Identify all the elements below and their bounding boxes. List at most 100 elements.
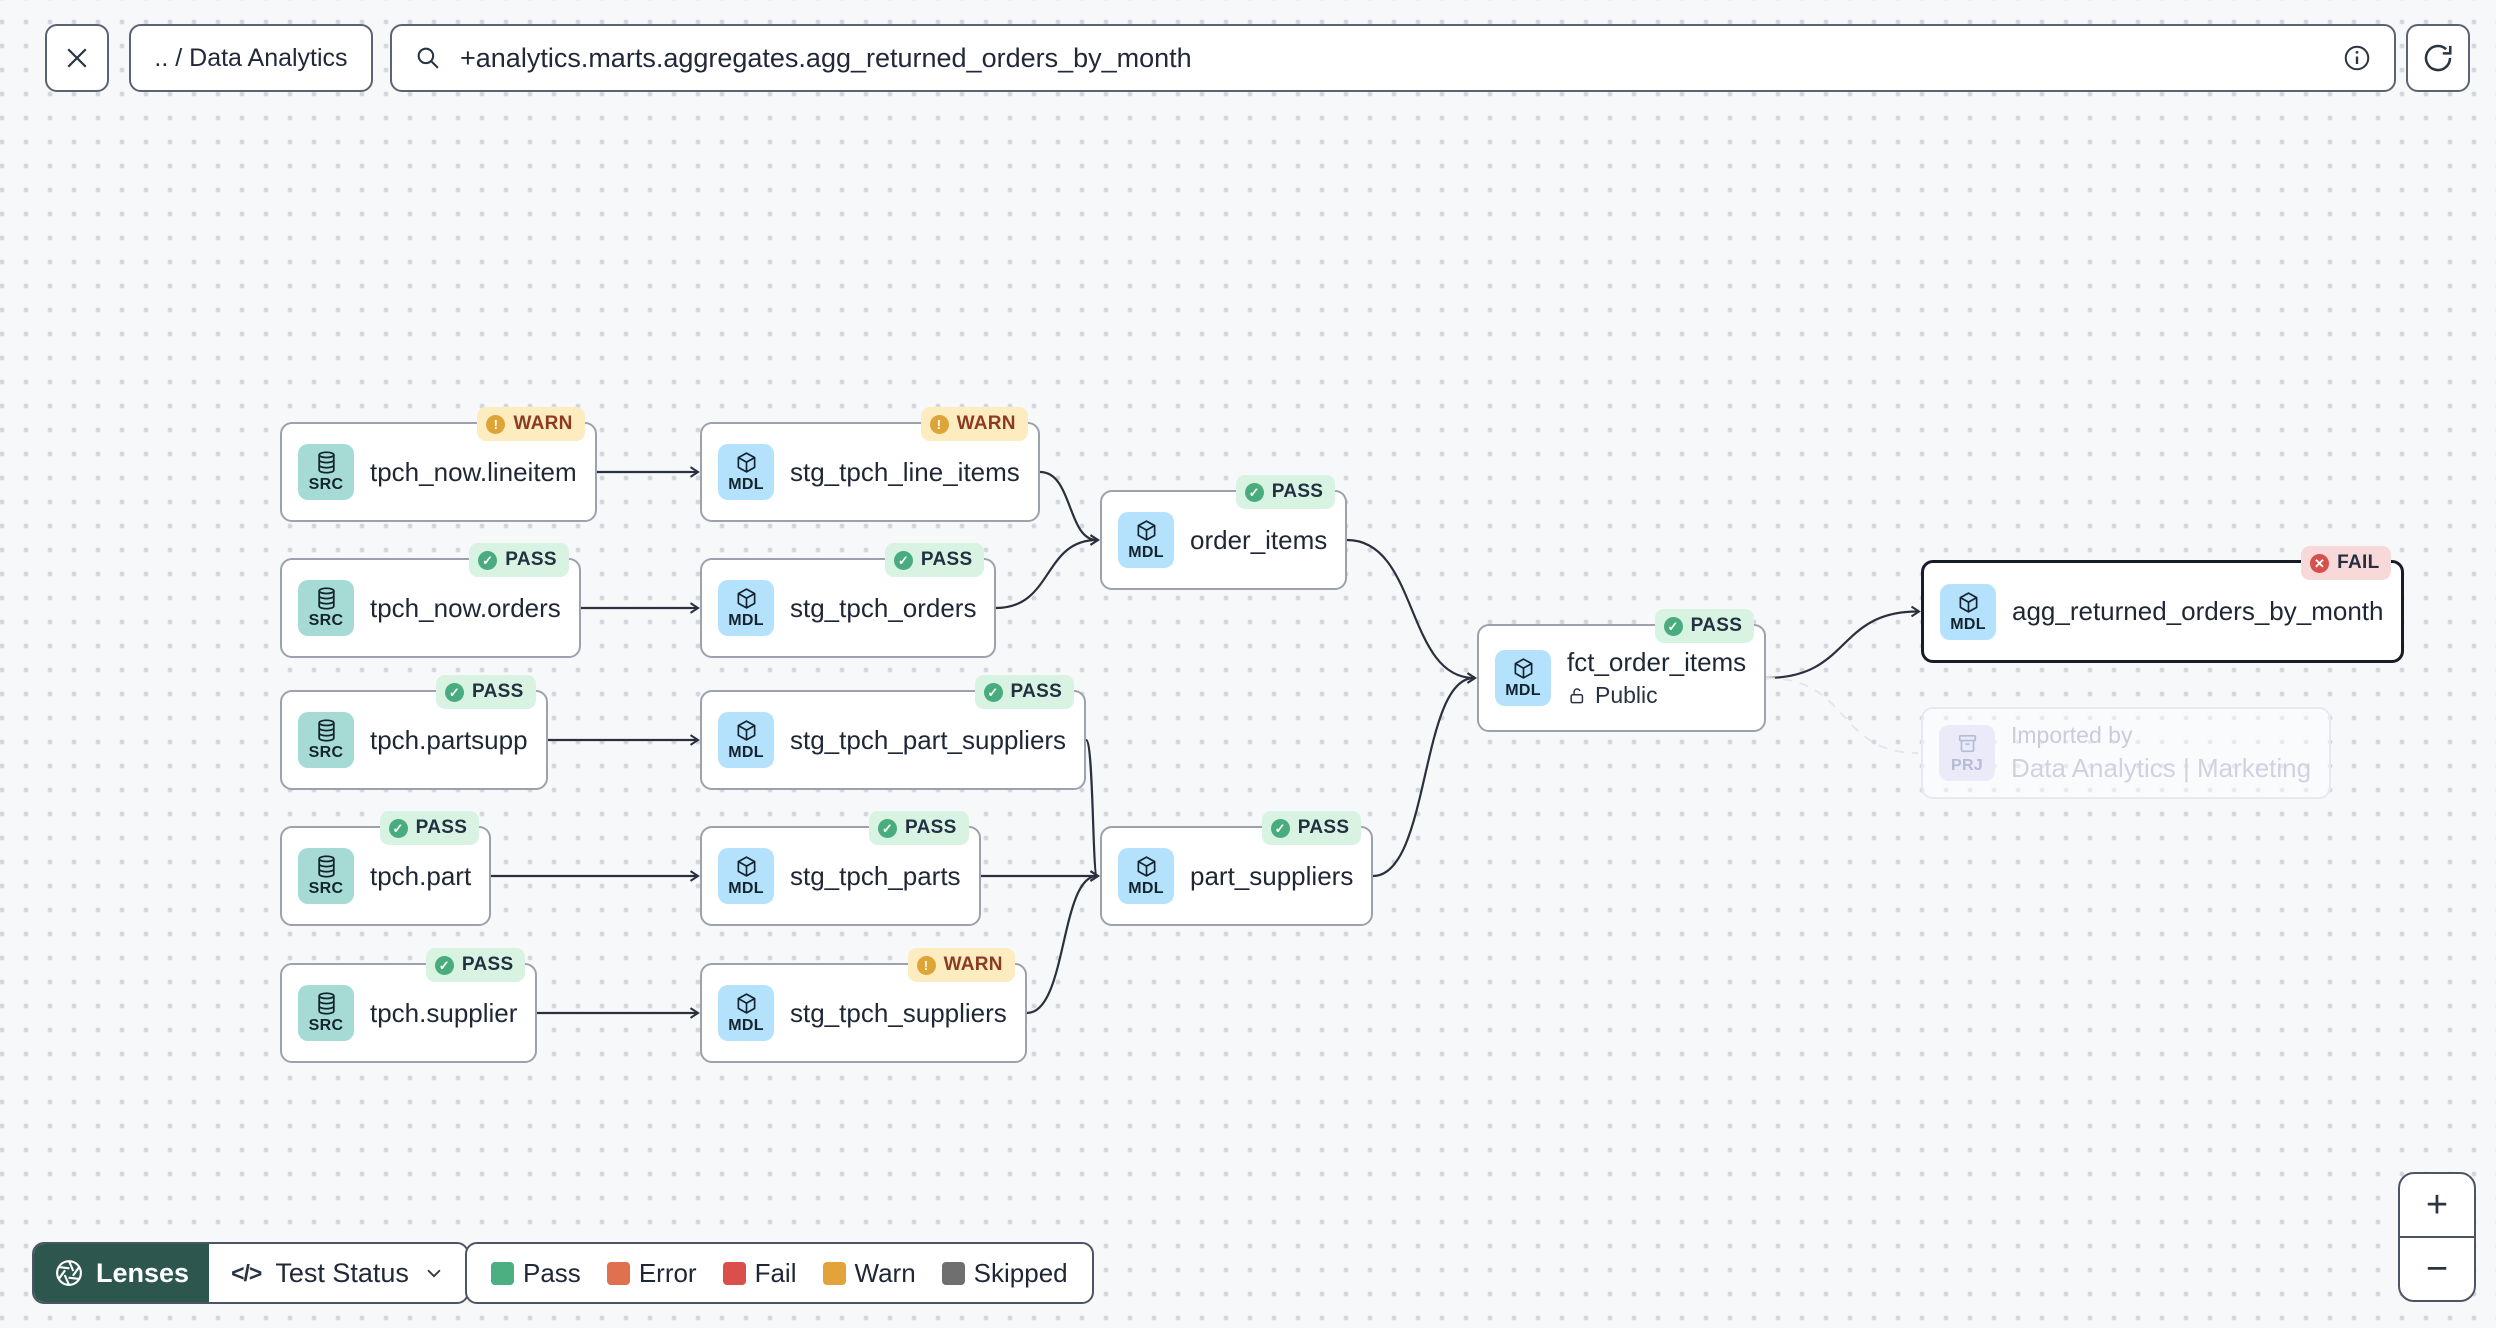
unlock-icon [1570, 687, 1584, 703]
node-type-icon [737, 993, 755, 1014]
lineage-node[interactable]: ✓ PASS MDL order_items [1100, 475, 1348, 590]
node-type-tile: SRC [298, 848, 354, 904]
lineage-node[interactable]: ✓ PASS MDL fct_order_items Public [1477, 609, 1767, 732]
node-type-icon [1959, 591, 1977, 613]
legend-swatch [606, 1261, 630, 1285]
info-icon[interactable] [2342, 43, 2372, 73]
lens-selector-dropdown[interactable]: </> Test Status [209, 1244, 467, 1302]
node-label: tpch.partsupp [370, 724, 528, 755]
lineage-node[interactable]: ✓ PASS SRC tpch_now.orders [280, 543, 581, 658]
lineage-node[interactable]: ✓ PASS MDL stg_tpch_orders [700, 543, 997, 658]
status-label: PASS [1297, 817, 1350, 838]
node-texts: tpch.part [370, 861, 471, 892]
status-icon: ✓ [1663, 616, 1683, 636]
node-label: tpch.part [370, 860, 472, 891]
node-type-label: SRC [308, 744, 344, 761]
node-type-icon [1137, 856, 1155, 877]
status-icon: ✓ [445, 682, 465, 702]
lineage-node[interactable]: PRJ Imported by Data Analytics | Marketi… [1921, 707, 2332, 799]
zoom-out-button[interactable]: − [2400, 1238, 2474, 1300]
node-label: tpch.supplier [370, 997, 518, 1028]
status-badge: ! WARN [920, 407, 1028, 441]
node-type-icon [737, 588, 755, 609]
node-type-icon [1137, 520, 1155, 541]
node-ghost-title: Imported by [2011, 722, 2133, 748]
lineage-node[interactable]: ✓ PASS MDL stg_tpch_part_suppliers [700, 675, 1087, 790]
status-icon: ✓ [893, 550, 913, 570]
node-type-tile: MDL [718, 712, 774, 768]
lenses-button[interactable]: Lenses [34, 1244, 210, 1302]
refresh-lineage-button[interactable] [2406, 24, 2470, 92]
node-texts: tpch_now.lineitem [370, 457, 577, 488]
refresh-icon [2424, 44, 2452, 72]
zoom-in-button[interactable]: + [2400, 1174, 2474, 1236]
status-label: PASS [1690, 615, 1743, 636]
lenses-label: Lenses [96, 1257, 190, 1288]
node-texts: agg_returned_orders_by_month [2012, 596, 2383, 627]
lineage-node[interactable]: ! WARN MDL stg_tpch_suppliers [700, 948, 1027, 1063]
status-label: PASS [1271, 481, 1324, 502]
node-texts: order_items [1190, 525, 1327, 556]
node-type-tile: MDL [1940, 583, 1996, 640]
node-texts: part_suppliers [1190, 861, 1353, 892]
breadcrumb[interactable]: .. / Data Analytics [129, 24, 373, 92]
status-icon: ! [929, 414, 949, 434]
node-texts: fct_order_items Public [1567, 647, 1746, 709]
node-texts: tpch.supplier [370, 998, 517, 1029]
node-type-label: PRJ [1950, 757, 1984, 774]
status-label: PASS [505, 549, 557, 570]
zoom-controls: + − [2398, 1172, 2476, 1302]
lineage-search-bar[interactable] [390, 24, 2396, 92]
aperture-icon [56, 1260, 82, 1286]
node-texts: stg_tpch_line_items [790, 457, 1020, 488]
status-icon: ✓ [878, 818, 898, 838]
node-type-label: MDL [1128, 880, 1164, 897]
test-status-legend: Pass Error Fail Warn Skipped [465, 1242, 1094, 1304]
lineage-node[interactable]: ✕ FAIL MDL agg_returned_orders_by_month [1921, 546, 2405, 663]
node-type-tile: SRC [298, 712, 354, 768]
status-badge: ✓ PASS [436, 675, 536, 709]
lineage-node[interactable]: ! WARN MDL stg_tpch_line_items [700, 407, 1040, 522]
status-icon: ✓ [983, 682, 1003, 702]
node-texts: stg_tpch_part_suppliers [790, 725, 1066, 756]
legend-label: Pass [523, 1257, 581, 1288]
legend-swatch [722, 1261, 746, 1285]
node-type-tile: MDL [1495, 650, 1551, 706]
node-texts: tpch_now.orders [370, 593, 561, 624]
node-type-icon [317, 451, 335, 474]
node-type-icon [317, 719, 335, 742]
legend-swatch [941, 1261, 965, 1285]
lineage-node[interactable]: ✓ PASS SRC tpch.part [280, 811, 492, 926]
node-label: tpch_now.lineitem [370, 456, 577, 487]
close-lineage-button[interactable] [45, 24, 109, 92]
status-label: PASS [472, 681, 524, 702]
node-type-tile: MDL [718, 444, 774, 500]
legend-label: Skipped [973, 1257, 1068, 1288]
search-input[interactable] [458, 41, 2326, 75]
lineage-node[interactable]: ✓ PASS MDL part_suppliers [1100, 811, 1374, 926]
lineage-node[interactable]: ✓ PASS MDL stg_tpch_parts [700, 811, 981, 926]
lineage-node[interactable]: ✓ PASS SRC tpch.supplier [280, 948, 538, 1063]
lineage-node[interactable]: ✓ PASS SRC tpch.partsupp [280, 675, 548, 790]
status-icon: ✓ [1270, 818, 1290, 838]
lineage-node[interactable]: ! WARN SRC tpch_now.lineitem [280, 407, 597, 522]
node-type-tile: SRC [298, 444, 354, 500]
node-type-icon [737, 452, 755, 473]
node-type-label: SRC [308, 476, 344, 493]
node-label: Data Analytics | Marketing [2011, 753, 2312, 783]
legend-swatch [822, 1261, 846, 1285]
node-type-tile: PRJ [1939, 725, 1995, 781]
node-type-icon [1958, 734, 1976, 753]
status-icon: ! [486, 414, 506, 434]
code-icon: </> [231, 1259, 262, 1286]
status-icon: ✓ [1244, 482, 1264, 502]
node-type-icon [737, 856, 755, 877]
node-type-label: MDL [728, 880, 764, 897]
legend-swatch [491, 1261, 514, 1285]
node-type-label: SRC [308, 1017, 344, 1034]
legend-label: Error [638, 1257, 697, 1288]
status-icon: ✓ [434, 955, 454, 975]
status-badge: ✕ FAIL [2301, 546, 2392, 580]
status-icon: ! [916, 955, 936, 975]
